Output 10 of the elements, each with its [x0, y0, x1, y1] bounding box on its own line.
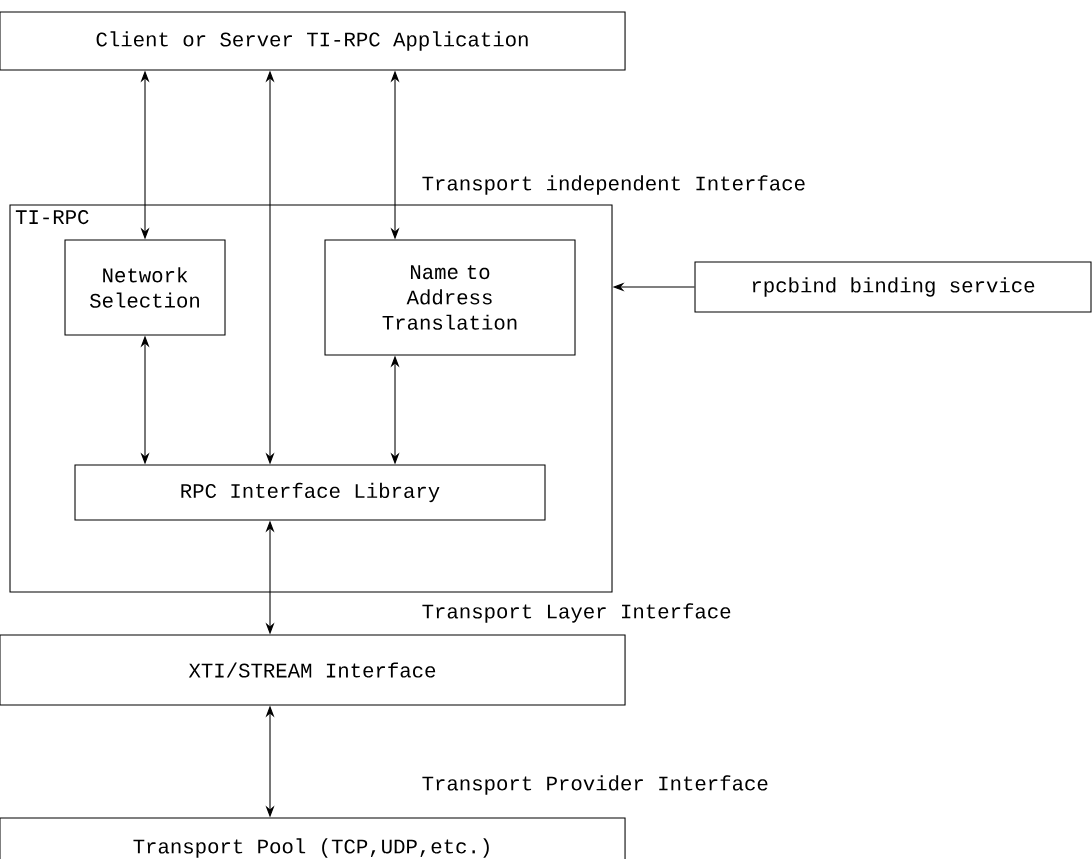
module-box: rpcbind binding service	[694, 261, 1092, 313]
module-box: XTI/STREAM Interface	[0, 634, 626, 706]
component-box: Network Selection	[64, 239, 226, 336]
module-box: Transport Pool (TCP,UDP,etc.)	[0, 817, 626, 859]
interface-label: Transport Provider Interface	[422, 775, 768, 795]
interface-label: Transport Layer Interface	[422, 603, 731, 623]
interface-label: Transport independent Interface	[422, 175, 805, 195]
application-box: Client or Server TI-RPC Application	[0, 11, 626, 71]
component-box: Name to Address Translation	[324, 239, 576, 356]
component-box: RPC Interface Library	[74, 464, 546, 521]
